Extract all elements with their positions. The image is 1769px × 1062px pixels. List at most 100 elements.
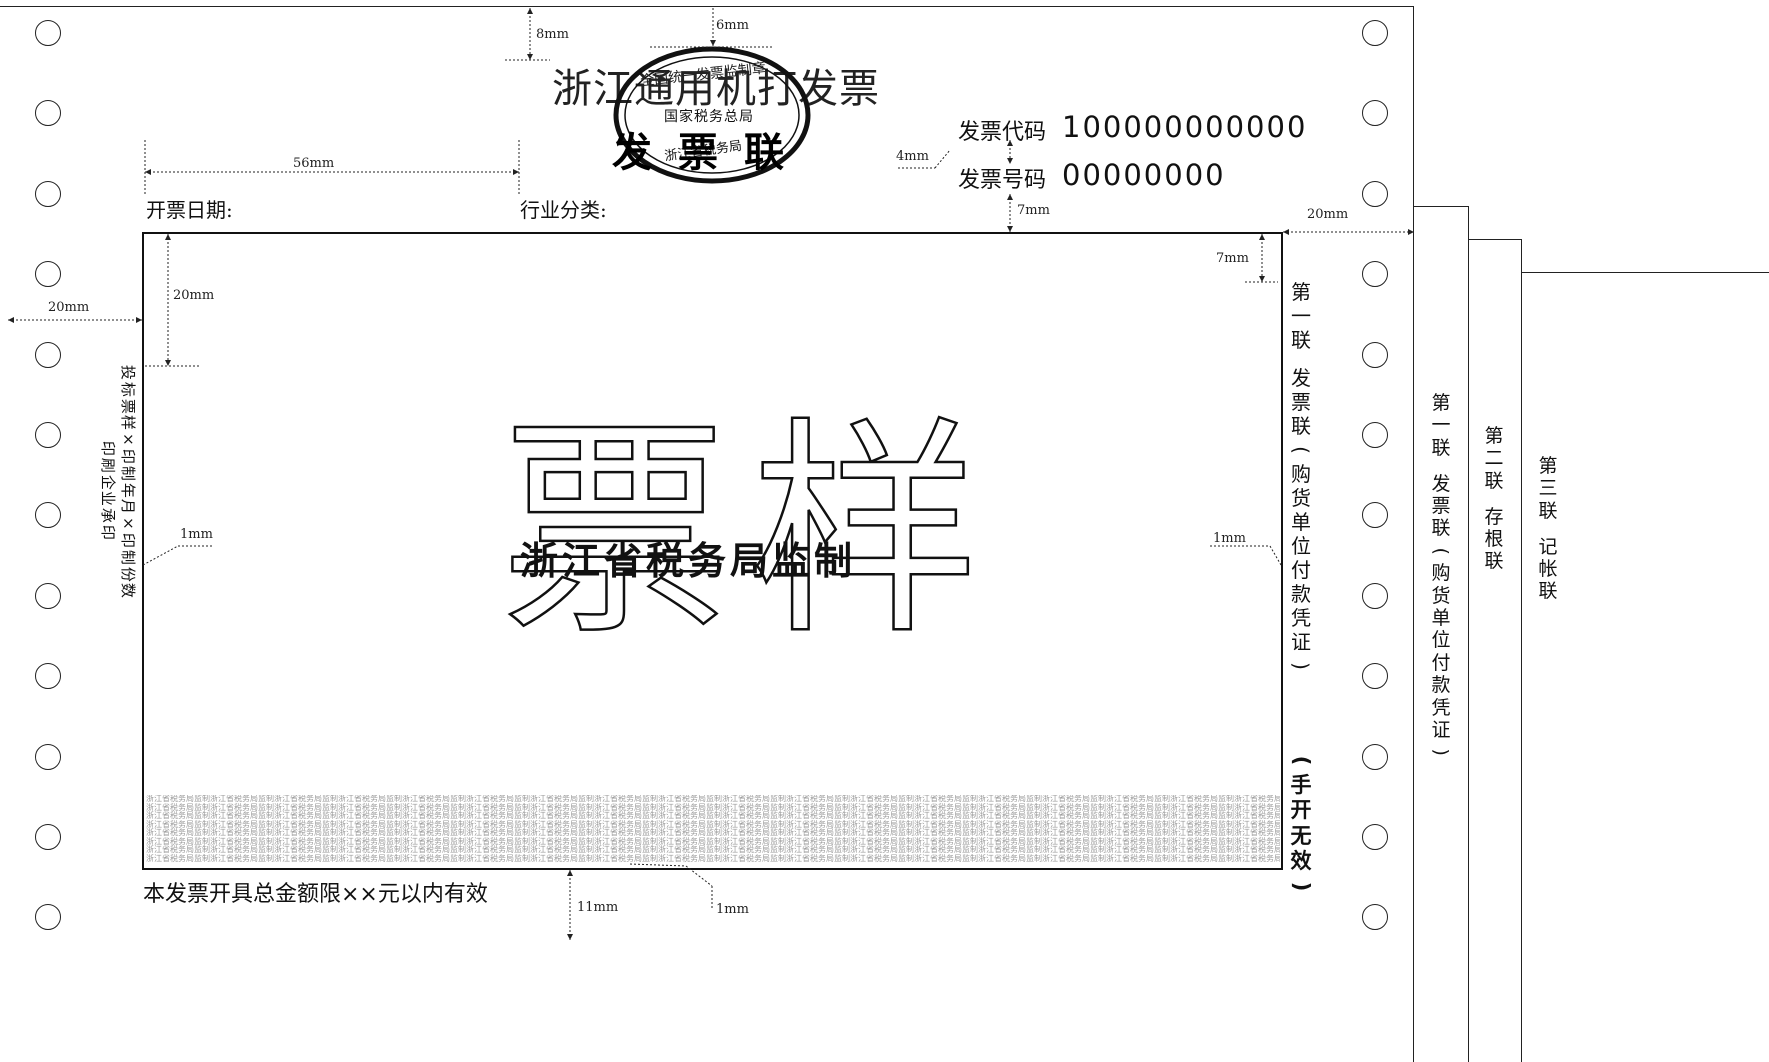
dim-title-gap: 6mm [716, 18, 749, 33]
sheet-border [0, 6, 1414, 1062]
sprocket-hole [1362, 824, 1388, 850]
vertical-char: 货 [1291, 486, 1311, 510]
microprint-line: 浙江省税务局监制浙江省税务局监制浙江省税务局监制浙江省税务局监制浙江省税务局监制… [146, 819, 1280, 829]
dim-top-margin: 8mm [536, 27, 569, 42]
dim-date-width: 56mm [293, 156, 335, 171]
vertical-char: 票 [1431, 494, 1451, 517]
dim-bottom-gap: 11mm [577, 900, 619, 915]
vertical-char: 手 [1290, 773, 1312, 798]
vertical-char: 联 [1538, 580, 1558, 603]
tab3-label: 第三联 记帐联 [1535, 455, 1561, 603]
sprocket-hole [35, 663, 61, 690]
sprocket-hole [35, 422, 61, 448]
vertical-char: 联 [1538, 499, 1558, 522]
right-copy-note: 第一联 发票联(购货单位付款凭证) [1287, 280, 1315, 678]
vertical-char: 联 [1291, 328, 1311, 352]
sprocket-hole [1362, 180, 1388, 207]
vertical-char: 记 [1538, 535, 1558, 558]
supervision-text: 浙江省税务局监制 [520, 539, 857, 583]
microprint-line: 浙江省税务局监制浙江省税务局监制浙江省税务局监制浙江省税务局监制浙江省税务局监制… [146, 853, 1280, 863]
dim-border-left: 1mm [180, 527, 213, 542]
sprocket-hole [1362, 20, 1388, 46]
copy-tab-1 [1414, 206, 1469, 1062]
dim-left-margin: 20mm [48, 300, 90, 315]
sprocket-hole [35, 904, 61, 931]
sprocket-hole [35, 180, 61, 207]
sample-watermark: 票样 [499, 399, 1001, 666]
sprocket-hole [1362, 261, 1388, 288]
vertical-char: 款 [1291, 582, 1311, 606]
sprocket-hole [1362, 422, 1388, 448]
vertical-char: 第 [1538, 455, 1558, 477]
sprocket-hole [1362, 743, 1388, 770]
copy-tab-2 [1469, 239, 1522, 1062]
sprocket-hole [35, 100, 61, 127]
dim-micro-gap: 1mm [716, 902, 749, 917]
sprocket-hole [1362, 582, 1388, 609]
issue-date-label: 开票日期: [146, 198, 233, 222]
sprocket-hole [1362, 904, 1388, 931]
vertical-char: 购 [1291, 462, 1311, 486]
vertical-char: 联 [1431, 517, 1451, 540]
microprint-line: 浙江省税务局监制浙江省税务局监制浙江省税务局监制浙江省税务局监制浙江省税务局监制… [146, 795, 1280, 803]
sprocket-hole [35, 502, 61, 529]
dim-right-margin: 20mm [1307, 207, 1349, 222]
sprocket-hole [1362, 663, 1388, 690]
vertical-char: 付 [1431, 651, 1451, 674]
sprocket-hole [1362, 341, 1388, 368]
sprocket-hole [35, 261, 61, 288]
tab2-label: 第二联 存根联 [1481, 425, 1507, 573]
seal-org-text: 国家税务总局 [664, 109, 754, 125]
sprocket-hole [35, 743, 61, 770]
vertical-char: 货 [1431, 584, 1451, 607]
bottom-limit-note: 本发票开具总金额限××元以内有效 [143, 882, 488, 907]
sprocket-hole [35, 582, 61, 609]
vertical-char: 效 [1290, 848, 1312, 873]
invoice-number-value: 00000000 [1062, 158, 1226, 192]
vertical-char: 款 [1431, 674, 1451, 697]
invoice-code-label: 发票代码 [958, 120, 1047, 145]
handwritten-invalid-note: (手开无效) [1287, 748, 1315, 899]
vertical-char: 无 [1290, 823, 1312, 848]
invoice-number-label: 发票号码 [958, 168, 1047, 193]
vertical-char: 联 [1431, 436, 1451, 459]
vertical-char: 联 [1484, 469, 1504, 492]
vertical-char: 发 [1291, 366, 1311, 390]
vertical-char: 一 [1291, 304, 1311, 328]
tax-bureau-seal [613, 46, 811, 184]
sprocket-hole [35, 824, 61, 850]
microprint-line: 浙江省税务局监制浙江省税务局监制浙江省税务局监制浙江省税务局监制浙江省税务局监制… [146, 811, 1280, 820]
vertical-char: 联 [1484, 550, 1504, 573]
vertical-char: 二 [1484, 447, 1504, 470]
vertical-char: 帐 [1538, 557, 1558, 580]
vertical-char: 凭 [1431, 696, 1451, 719]
vertical-char: 证 [1431, 718, 1451, 741]
vertical-char: 购 [1431, 562, 1451, 585]
microprint-line: 浙江省税务局监制浙江省税务局监制浙江省税务局监制浙江省税务局监制浙江省税务局监制… [146, 836, 1280, 846]
microprint-line: 浙江省税务局监制浙江省税务局监制浙江省税务局监制浙江省税务局监制浙江省税务局监制… [146, 828, 1280, 837]
dim-inner-top-right: 7mm [1216, 251, 1249, 266]
vertical-char: 位 [1291, 534, 1311, 558]
vertical-char: 联 [1291, 414, 1311, 438]
invoice-code-value: 100000000000 [1062, 110, 1308, 144]
vertical-char: 发 [1431, 472, 1451, 495]
vertical-char: 开 [1290, 798, 1312, 823]
dim-code-gap: 4mm [896, 149, 929, 164]
copy-tab-3 [1522, 272, 1769, 1062]
microprint-line: 浙江省税务局监制浙江省税务局监制浙江省税务局监制浙江省税务局监制浙江省税务局监制… [146, 802, 1280, 812]
sprocket-hole [35, 20, 61, 46]
microprint-strip: 浙江省税务局监制浙江省税务局监制浙江省税务局监制浙江省税务局监制浙江省税务局监制… [146, 795, 1280, 863]
vertical-char: 凭 [1291, 606, 1311, 630]
vertical-char: 第 [1431, 392, 1451, 414]
sprocket-hole [1362, 502, 1388, 529]
industry-label: 行业分类: [520, 198, 607, 222]
vertical-char: 单 [1431, 606, 1451, 629]
microprint-line: 浙江省税务局监制浙江省税务局监制浙江省税务局监制浙江省税务局监制浙江省税务局监制… [146, 845, 1280, 854]
vertical-char: 一 [1431, 414, 1451, 437]
vertical-char: 第 [1291, 280, 1311, 304]
copy-label: 发票联 [612, 130, 810, 176]
vertical-char: 付 [1291, 558, 1311, 582]
vertical-char: 第 [1484, 425, 1504, 447]
